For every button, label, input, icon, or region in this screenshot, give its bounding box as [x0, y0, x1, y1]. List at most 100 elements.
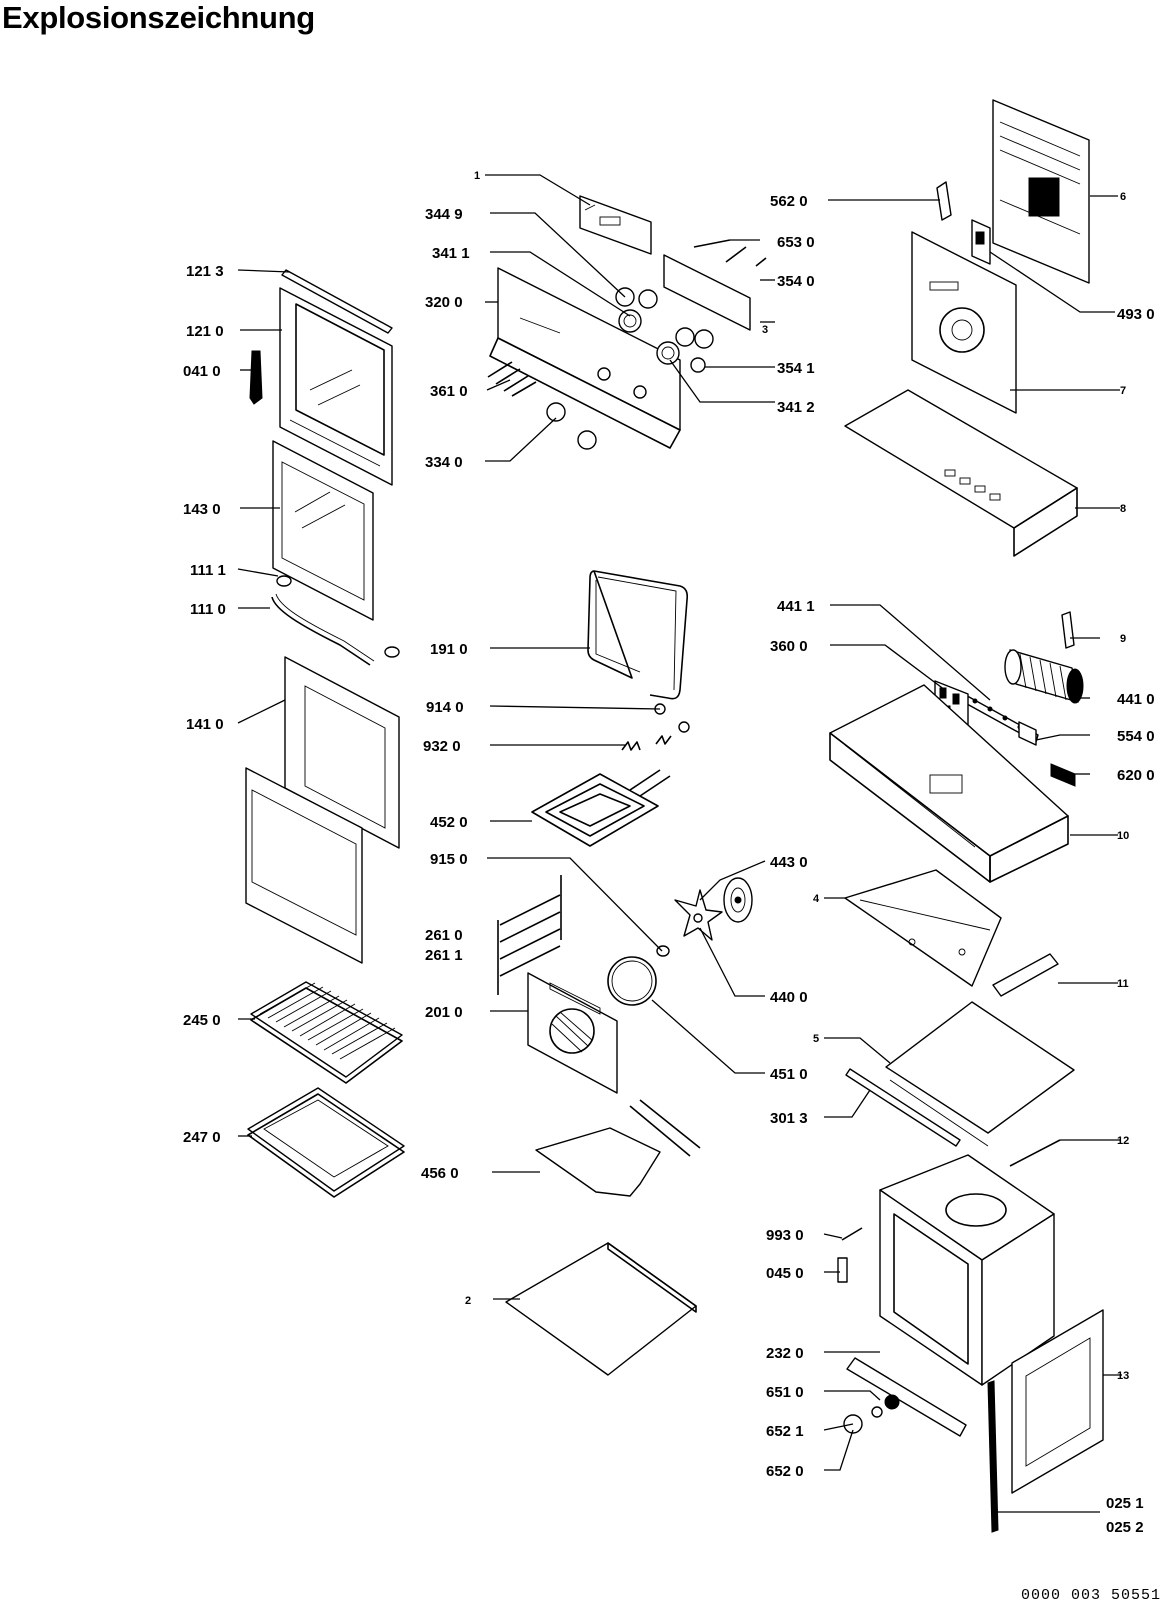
label-9: 9 — [1120, 633, 1126, 645]
label-652-0: 652 0 — [766, 1463, 804, 1480]
part-hinge — [249, 350, 263, 405]
part-wire-rack — [250, 981, 403, 1084]
part-oven-floor — [505, 1242, 697, 1376]
label-452-0: 452 0 — [430, 814, 468, 831]
label-232-0: 232 0 — [766, 1345, 804, 1362]
label-320-0: 320 0 — [425, 294, 463, 311]
part-grill-element — [531, 769, 671, 847]
label-8: 8 — [1120, 503, 1126, 515]
label-121-3: 121 3 — [186, 263, 224, 280]
part-rod — [1009, 1139, 1061, 1167]
part-oven-cavity — [879, 1154, 1055, 1386]
part-strip — [992, 953, 1059, 997]
label-653-0: 653 0 — [777, 234, 815, 251]
part-filter — [1050, 763, 1076, 787]
label-5: 5 — [813, 1033, 819, 1045]
label-443-0: 443 0 — [770, 854, 808, 871]
label-6: 6 — [1120, 191, 1126, 203]
part-electronics-housing — [829, 684, 1069, 883]
part-screw-993 — [841, 1227, 863, 1241]
leader-lines — [237, 174, 1122, 1513]
label-11: 11 — [1117, 978, 1129, 990]
label-143-0: 143 0 — [183, 501, 221, 518]
part-side-panel — [1011, 1309, 1104, 1494]
label-334-0: 334 0 — [425, 454, 463, 471]
label-1: 1 — [474, 170, 480, 182]
label-3: 3 — [762, 324, 768, 336]
part-front-bracket — [846, 1357, 967, 1437]
label-620-0: 620 0 — [1117, 767, 1155, 784]
part-screws — [487, 361, 537, 397]
part-fan-blade — [674, 877, 753, 941]
label-344-9: 344 9 — [425, 206, 463, 223]
part-inner-door-frame — [279, 287, 393, 486]
label-041-0: 041 0 — [183, 363, 221, 380]
part-knob-set — [843, 1394, 900, 1434]
label-354-0: 354 0 — [777, 273, 815, 290]
callout-labels: 1 344 9 341 1 320 0 361 0 334 0 653 0 35… — [183, 170, 1155, 1536]
part-thermostat — [971, 219, 991, 265]
label-121-0: 121 0 — [186, 323, 224, 340]
label-13: 13 — [1117, 1370, 1129, 1382]
label-652-1: 652 1 — [766, 1423, 804, 1440]
label-10: 10 — [1117, 830, 1129, 842]
part-glass-clips — [271, 575, 400, 666]
label-4: 4 — [813, 893, 820, 905]
label-341-2: 341 2 — [777, 399, 815, 416]
label-914-0: 914 0 — [426, 699, 464, 716]
label-261-1: 261 1 — [425, 947, 463, 964]
part-bottom-element — [535, 1099, 701, 1197]
label-360-0: 360 0 — [770, 638, 808, 655]
part-door-latch — [837, 1257, 848, 1283]
label-932-0: 932 0 — [423, 738, 461, 755]
part-sensor-clip — [936, 181, 952, 221]
part-back-wall — [911, 231, 1017, 414]
part-bracket — [1061, 611, 1075, 649]
page-title: Explosionszeichnung — [2, 0, 315, 35]
part-switch-block — [663, 239, 767, 331]
label-111-0: 111 0 — [190, 601, 226, 618]
label-341-1: 341 1 — [432, 245, 470, 262]
label-111-1: 111 1 — [190, 562, 226, 579]
part-top-cover — [844, 389, 1078, 557]
label-451-0: 451 0 — [770, 1066, 808, 1083]
part-rear-cover — [992, 99, 1090, 284]
label-7: 7 — [1120, 385, 1126, 397]
label-441-1: 441 1 — [777, 598, 815, 615]
label-201-0: 201 0 — [425, 1004, 463, 1021]
label-247-0: 247 0 — [183, 1129, 221, 1146]
part-fan-cover-panel — [527, 972, 618, 1094]
label-025-1: 025 1 — [1106, 1495, 1144, 1512]
part-door-seal — [587, 570, 689, 700]
part-shelf-rails — [497, 875, 562, 995]
part-panel-insert — [579, 195, 652, 255]
label-493-0: 493 0 — [1117, 306, 1155, 323]
label-456-0: 456 0 — [421, 1165, 459, 1182]
part-relay — [1018, 721, 1037, 746]
part-long-strip — [987, 1380, 999, 1533]
label-261-0: 261 0 — [425, 927, 463, 944]
label-993-0: 993 0 — [766, 1227, 804, 1244]
label-651-0: 651 0 — [766, 1384, 804, 1401]
part-cooling-fan-motor — [1004, 649, 1084, 704]
label-141-0: 141 0 — [186, 716, 224, 733]
label-554-0: 554 0 — [1117, 728, 1155, 745]
label-562-0: 562 0 — [770, 193, 808, 210]
label-025-2: 025 2 — [1106, 1519, 1144, 1536]
label-361-0: 361 0 — [430, 383, 468, 400]
label-915-0: 915 0 — [430, 851, 468, 868]
part-heat-shield — [844, 869, 1002, 987]
part-inner-glass-pane — [272, 440, 374, 621]
part-baking-tray — [247, 1087, 405, 1198]
part-ring-heater — [607, 956, 657, 1006]
label-245-0: 245 0 — [183, 1012, 221, 1029]
part-outer-door-glass — [245, 656, 400, 964]
label-301-3: 301 3 — [770, 1110, 808, 1127]
part-control-panel — [489, 267, 681, 449]
label-045-0: 045 0 — [766, 1265, 804, 1282]
label-440-0: 440 0 — [770, 989, 808, 1006]
part-side-rail — [845, 1068, 961, 1147]
document-number: 0000 003 50551 — [1020, 1587, 1161, 1604]
label-354-1: 354 1 — [777, 360, 815, 377]
